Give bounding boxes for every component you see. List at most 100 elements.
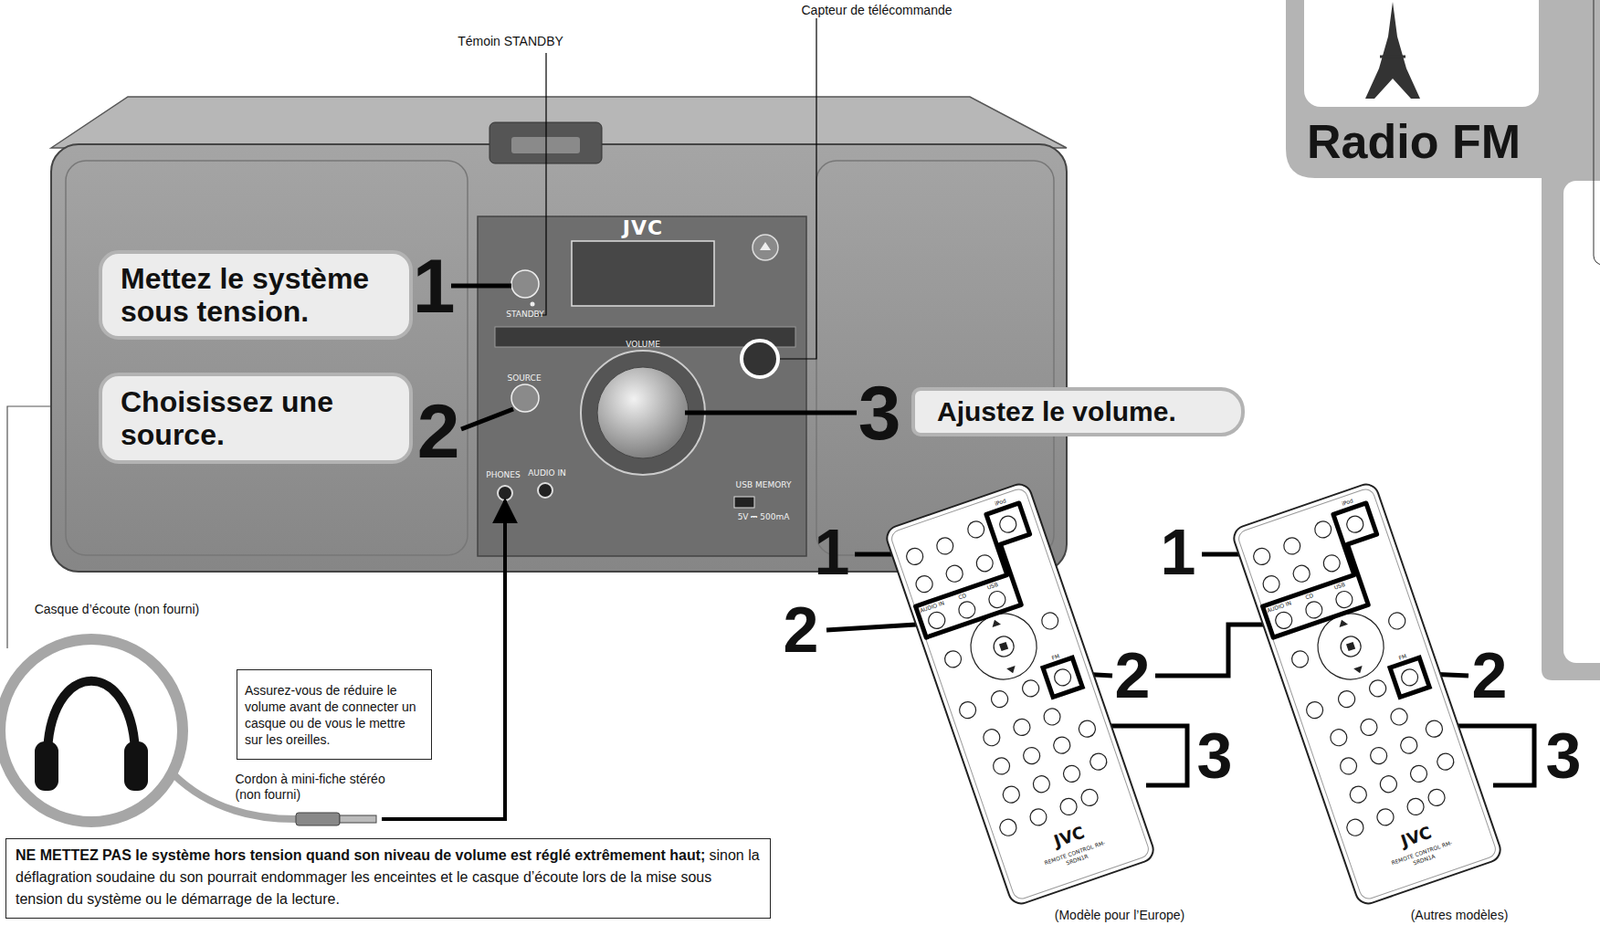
remote-button: [980, 726, 1002, 748]
remote-button: [1079, 787, 1101, 809]
remote-button: [1261, 573, 1283, 595]
part-label: Capteur de télécommande: [801, 2, 953, 18]
remote-button: [1076, 718, 1098, 740]
remote-button: [1389, 706, 1411, 728]
remote-button: [1336, 688, 1358, 710]
remote-button: [997, 817, 1019, 839]
earcup: [124, 741, 148, 791]
remote-button: [1378, 773, 1400, 795]
remote-button: [1052, 666, 1074, 688]
remote-button: [1000, 784, 1022, 806]
step-callout: Mettez le système sous tension.: [98, 250, 413, 340]
nav-center: [990, 633, 1017, 660]
callout-line: [684, 410, 857, 416]
remote-drawing: [1228, 478, 1506, 909]
audio-in-jack: [537, 483, 553, 498]
remote-button: [1423, 718, 1445, 740]
source-button: [511, 384, 539, 412]
remote-control: JVCREMOTE CONTROL RM-SRDN1AAUDIO INCDUSB…: [1228, 478, 1506, 909]
stop-symbol: [999, 642, 1009, 652]
earcup: [34, 741, 59, 791]
nav-arrow: [1336, 618, 1348, 628]
phones-jack: [497, 485, 513, 501]
part-label: (Modèle pour l’Europe): [1054, 907, 1185, 923]
remote-button: [1058, 796, 1080, 818]
panel-marking: USB MEMORY: [736, 480, 792, 490]
plug-tip: [339, 815, 377, 823]
remote-button: [1304, 699, 1326, 721]
remote-button: [926, 610, 948, 632]
callout-line: [1155, 624, 1265, 676]
remote-button: [1020, 677, 1042, 699]
remote-button: [1399, 666, 1421, 688]
remote-button: [1321, 552, 1343, 574]
warning-box: NE METTEZ PAS le système hors tension qu…: [5, 838, 771, 919]
usb-port: [734, 496, 755, 508]
callout-number: 1: [814, 520, 851, 585]
remote-button: [1368, 745, 1390, 767]
highlight-box: [894, 503, 1052, 638]
nav-arrow: [1006, 665, 1018, 675]
callout-text: Ajustez le volume.: [936, 395, 1227, 429]
remote-button: [1291, 563, 1313, 585]
remote-sensor: [741, 340, 779, 378]
remote-body: [884, 481, 1158, 907]
remote-button: [997, 514, 1019, 536]
highlight-box: [1242, 503, 1399, 638]
nav-pad: [961, 604, 1046, 689]
part-label: Casque d’écoute (non fourni): [34, 601, 200, 617]
remote-button: [965, 518, 987, 540]
remote-button: [1251, 546, 1273, 568]
panel-marking: AUDIO IN: [527, 468, 567, 478]
remote-button: [1408, 763, 1430, 785]
remote-button: [1337, 756, 1359, 778]
remote-button: [957, 699, 979, 721]
remote-button: [1281, 536, 1303, 558]
remote-button: [1289, 648, 1311, 670]
nav-center: [1337, 633, 1364, 660]
icon-inset: [1304, 0, 1539, 107]
standby-led: [530, 302, 536, 307]
remote-button: [1273, 610, 1295, 632]
remote-button: [1031, 773, 1053, 795]
callout-number: 2: [1472, 643, 1508, 708]
panel-marking: SOURCE: [506, 373, 541, 383]
device-front: [51, 144, 1067, 572]
remote-button: [990, 756, 1012, 778]
leader-line: [535, 52, 547, 316]
panel-marking: PHONES: [485, 470, 520, 480]
part-label: (Autres modèles): [1410, 907, 1509, 923]
connection-arrow: [381, 500, 506, 820]
remote-button: [1367, 677, 1389, 699]
remote-button: [1010, 716, 1032, 738]
callout-number: 3: [858, 374, 902, 452]
remote-button: [1051, 735, 1073, 757]
panel-marking: VOLUME: [625, 339, 661, 349]
callout-number: 3: [1197, 724, 1233, 789]
nav-pad: [1308, 604, 1393, 689]
remote-button: [1021, 745, 1043, 767]
leader-line: [779, 18, 817, 359]
remote-button: [934, 536, 956, 558]
remote-button: [904, 546, 926, 568]
remote-button: [942, 648, 964, 670]
tower-detail: [1379, 55, 1406, 59]
remote-button: [1405, 796, 1427, 818]
eject-button: [752, 234, 779, 261]
callout-text: Mettez le système sous tension.: [120, 262, 395, 328]
callout-number: 2: [417, 392, 461, 470]
nav-arrow: [989, 618, 1001, 628]
part-label: Cordon à mini-fiche stéréo (non fourni): [235, 771, 405, 803]
volume-knob: [597, 367, 689, 459]
panel-outline: [1593, 0, 1600, 265]
remote-button: [1087, 751, 1109, 773]
panel-inset: [1563, 180, 1600, 664]
eiffel-tower-icon: [1365, 1, 1421, 99]
remote-button: [1357, 716, 1379, 738]
callout-number: 2: [783, 598, 820, 663]
remote-bezel: [889, 486, 1151, 902]
remote-button: [1042, 706, 1064, 728]
speaker-panel: [65, 160, 468, 556]
remote-button: [1375, 806, 1397, 828]
